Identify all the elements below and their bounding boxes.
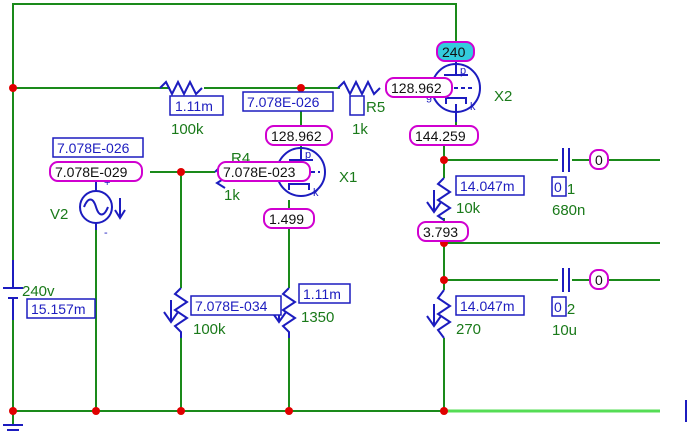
- svg-text:0: 0: [554, 179, 562, 195]
- ann-v2-voltage: 7.078E-029: [49, 161, 143, 182]
- x2-name: X2: [494, 88, 512, 105]
- ann-c1-current: 0: [551, 176, 567, 197]
- source-v2[interactable]: [79, 180, 126, 230]
- svg-text:1.11m: 1.11m: [303, 286, 341, 302]
- svg-text:0: 0: [595, 272, 603, 288]
- svg-text:7.078E-026: 7.078E-026: [57, 140, 130, 156]
- capacitor-c2[interactable]: [562, 268, 570, 292]
- ann-r-cathode-current: 1.11m: [298, 283, 351, 304]
- x1-pin-k: k: [313, 187, 319, 199]
- ann-supply-current: 15.157m: [26, 298, 96, 319]
- x1-name: X1: [339, 169, 357, 186]
- x2-pin-k: k: [470, 101, 476, 113]
- v2-pin-plus: +: [104, 177, 110, 189]
- ann-r-top-current: 1.11m: [169, 95, 224, 116]
- svg-text:240: 240: [442, 44, 466, 60]
- v2-pin-minus: -: [104, 227, 108, 239]
- ann-x2-cathode-voltage: 144.259: [409, 125, 479, 146]
- svg-text:0: 0: [554, 299, 562, 315]
- wires: [12, 3, 660, 425]
- x1-pin-p: p: [305, 149, 311, 161]
- resistor-10k[interactable]: [426, 177, 452, 221]
- r-10k-value: 10k: [456, 200, 481, 217]
- r-top-value: 100k: [171, 121, 204, 138]
- resistor-grid-100k[interactable]: [163, 287, 189, 338]
- ann-r-grid-current: 7.078E-034: [190, 295, 282, 316]
- ann-x2-plate-voltage: 240: [436, 41, 475, 62]
- r4-value: 1k: [224, 187, 240, 204]
- r5-name: R5: [366, 99, 385, 116]
- ann-x1-cathode-voltage: 1.499: [263, 208, 315, 229]
- svg-text:3.793: 3.793: [423, 224, 458, 240]
- svg-text:7.078E-023: 7.078E-023: [223, 164, 296, 180]
- svg-text:15.157m: 15.157m: [31, 301, 85, 317]
- r-grid-value: 100k: [193, 321, 226, 338]
- ann-x1-plate-voltage: 128.962: [265, 125, 333, 146]
- svg-text:7.078E-029: 7.078E-029: [55, 164, 128, 180]
- ann-c2-current: 0: [551, 296, 567, 317]
- svg-text:7.078E-034: 7.078E-034: [195, 298, 268, 314]
- ann-r-10k-current: 14.047m: [455, 175, 525, 196]
- ann-r5-current: [349, 95, 365, 116]
- v2-name: V2: [50, 206, 68, 223]
- battery-240v[interactable]: [3, 260, 23, 320]
- ann-v2-current: 7.078E-026: [52, 137, 144, 158]
- svg-text:128.962: 128.962: [271, 128, 322, 144]
- ann-r-10k-bottom-voltage: 3.793: [417, 221, 469, 242]
- ann-r-270-current: 14.047m: [455, 295, 525, 316]
- ann-x2-grid-voltage: 128.962: [385, 77, 453, 98]
- x2-pin-p: p: [460, 65, 466, 77]
- svg-text:14.047m: 14.047m: [460, 298, 514, 314]
- c1-value: 680n: [552, 202, 585, 219]
- resistor-top-100k[interactable]: [159, 79, 203, 97]
- ann-x1-grid-voltage: 7.078E-023: [217, 161, 311, 182]
- c2-value: 10u: [552, 322, 577, 339]
- supply-value: 240v: [22, 283, 55, 300]
- resistor-270[interactable]: [426, 289, 452, 339]
- r-270-value: 270: [456, 321, 481, 338]
- r-cathode-value: 1350: [301, 309, 334, 326]
- svg-text:128.962: 128.962: [391, 80, 442, 96]
- nodes: [9, 84, 448, 415]
- resistor-r5[interactable]: [337, 79, 381, 97]
- ann-c2-out-voltage: 0: [589, 269, 609, 290]
- svg-text:7.078E-026: 7.078E-026: [247, 94, 320, 110]
- svg-text:1.11m: 1.11m: [175, 98, 213, 114]
- ann-c1-out-voltage: 0: [589, 149, 609, 170]
- ann-x1-plate-current: 7.078E-026: [242, 91, 334, 112]
- ground-symbol: [3, 424, 23, 431]
- svg-text:14.047m: 14.047m: [460, 178, 514, 194]
- capacitor-c1[interactable]: [562, 148, 570, 172]
- svg-text:144.259: 144.259: [415, 128, 466, 144]
- r5-value: 1k: [352, 121, 368, 138]
- svg-text:0: 0: [595, 152, 603, 168]
- svg-text:1.499: 1.499: [269, 211, 304, 227]
